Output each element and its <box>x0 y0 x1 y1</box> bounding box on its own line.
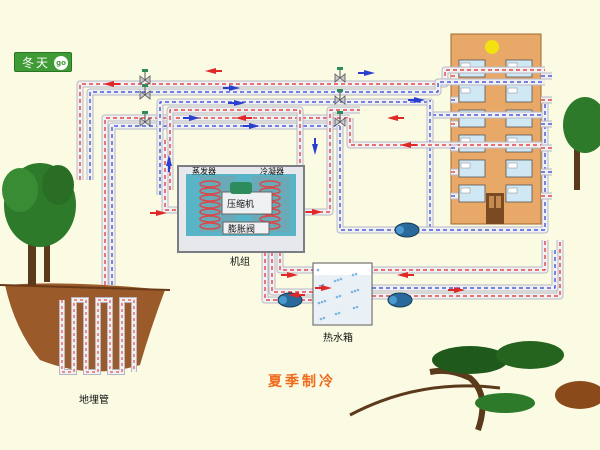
ac-unit-icon <box>460 187 471 194</box>
compressor-motor <box>230 182 252 194</box>
ground-pipe-label: 地埋管 <box>79 395 109 406</box>
arrow-icon <box>235 115 246 121</box>
flow-line <box>380 100 546 231</box>
valve-icon <box>139 111 151 127</box>
arrow-icon <box>288 292 299 298</box>
flow-line <box>372 250 556 289</box>
right-tree <box>563 97 600 190</box>
flow-line <box>89 81 545 180</box>
flow-line <box>79 69 545 180</box>
mode-title: 夏季制冷 <box>268 374 336 390</box>
arrow-icon <box>312 144 318 155</box>
flow-line <box>111 125 340 285</box>
left-tree <box>2 163 76 285</box>
heat-pump-unit <box>177 165 305 253</box>
ac-unit-icon <box>507 87 518 94</box>
arrow-icon <box>287 272 298 278</box>
arrow-icon <box>189 115 200 121</box>
valve-icon <box>139 69 151 85</box>
arrow-icon <box>234 100 245 106</box>
arrow-icon <box>454 287 465 293</box>
flow-line <box>305 109 360 213</box>
sun-icon <box>485 40 499 54</box>
season-label: 冬天 <box>22 56 51 70</box>
ac-unit-icon <box>507 162 518 169</box>
tank-bubbles <box>316 268 360 321</box>
arrow-icon <box>321 285 332 291</box>
expansion-valve-label: 膨胀阀 <box>228 225 256 235</box>
arrow-icon <box>312 209 323 215</box>
compressor-label: 压缩机 <box>227 200 255 210</box>
valve-icon <box>334 89 346 105</box>
arrow-icon <box>397 272 408 278</box>
unit-label: 机组 <box>230 257 250 268</box>
arrow-icon <box>387 115 398 121</box>
go-icon: go <box>54 56 68 70</box>
pump-icon <box>387 292 413 308</box>
hot-water-tank-label: 热水箱 <box>323 333 353 344</box>
ac-unit-icon <box>507 187 518 194</box>
evaporator-label: 蒸发器 <box>192 167 216 176</box>
pump-icon <box>394 222 420 238</box>
arrow-icon <box>400 142 411 148</box>
flow-line <box>349 118 545 146</box>
arrow-icon <box>205 68 216 74</box>
flow-line <box>164 140 180 211</box>
arrow-icon <box>156 210 167 216</box>
arrow-icon <box>229 85 240 91</box>
flow-line <box>104 117 350 285</box>
season-toggle-button[interactable]: 冬天 go <box>14 52 72 72</box>
bonsai-tree <box>429 341 600 431</box>
arrow-icon <box>166 155 172 166</box>
expansion-valve-box <box>222 221 270 235</box>
valve-icon <box>139 84 151 100</box>
hill <box>340 380 600 450</box>
arrow-icon <box>249 123 260 129</box>
ac-unit-icon <box>460 87 471 94</box>
arrow-icon <box>414 97 425 103</box>
flow-line <box>279 240 546 271</box>
hot-water-tank <box>312 262 373 326</box>
ac-unit-icon <box>460 162 471 169</box>
flow-line <box>159 101 545 195</box>
condenser-label: 冷凝器 <box>260 167 284 176</box>
valve-icon <box>334 67 346 83</box>
ground-pipe-coil <box>59 297 137 375</box>
valve-icon <box>334 111 346 127</box>
arrow-icon <box>103 81 114 87</box>
arrow-icon <box>364 70 375 76</box>
